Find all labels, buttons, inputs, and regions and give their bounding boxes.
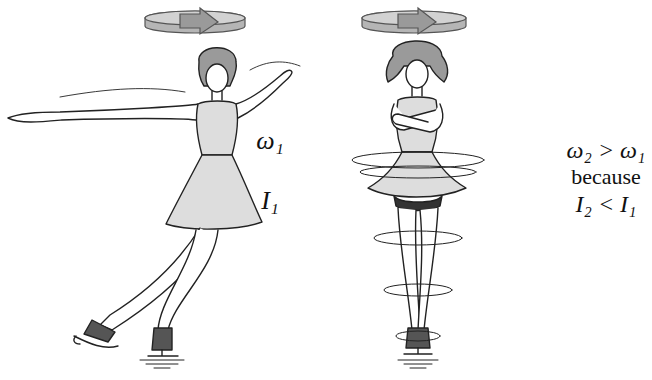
- motion-ring: [396, 331, 440, 341]
- motion-ring: [384, 284, 452, 296]
- dress: [368, 152, 466, 197]
- symbol-label: ω₂ > ω₁: [567, 138, 646, 162]
- skate-blade: [404, 348, 432, 354]
- arrow-head: [180, 8, 218, 34]
- leg: [418, 208, 438, 330]
- symbol-label: because: [571, 166, 641, 188]
- head: [406, 60, 428, 88]
- symbol-label: I₂ < I₁: [576, 192, 637, 216]
- symbol-label: I₁: [261, 188, 279, 214]
- symbol-label: ω₁: [256, 128, 283, 154]
- head: [206, 64, 228, 92]
- left-arm: [8, 104, 198, 122]
- skate-blade: [74, 336, 118, 347]
- dress: [166, 155, 262, 229]
- neck: [412, 87, 422, 96]
- motion-line: [60, 62, 300, 97]
- shorts: [394, 196, 442, 211]
- skate-blade: [148, 350, 178, 356]
- skater-arms-in: [352, 41, 484, 368]
- right-arm: [236, 70, 292, 118]
- rotation-arrow: [362, 8, 466, 34]
- leg: [398, 208, 420, 330]
- crossed-arm: [392, 104, 442, 132]
- skate-boot: [84, 320, 115, 342]
- bodice: [196, 101, 237, 155]
- ice-mark: [140, 360, 184, 368]
- standing-leg: [158, 230, 218, 330]
- ice-mark: [398, 360, 438, 368]
- arrow-head: [398, 8, 436, 34]
- motion-ring: [360, 166, 476, 178]
- skate-boot: [152, 328, 172, 350]
- rotation-arrow: [145, 8, 245, 34]
- motion-ring: [374, 231, 462, 245]
- skater-arms-out: [8, 48, 300, 368]
- neck: [212, 91, 222, 100]
